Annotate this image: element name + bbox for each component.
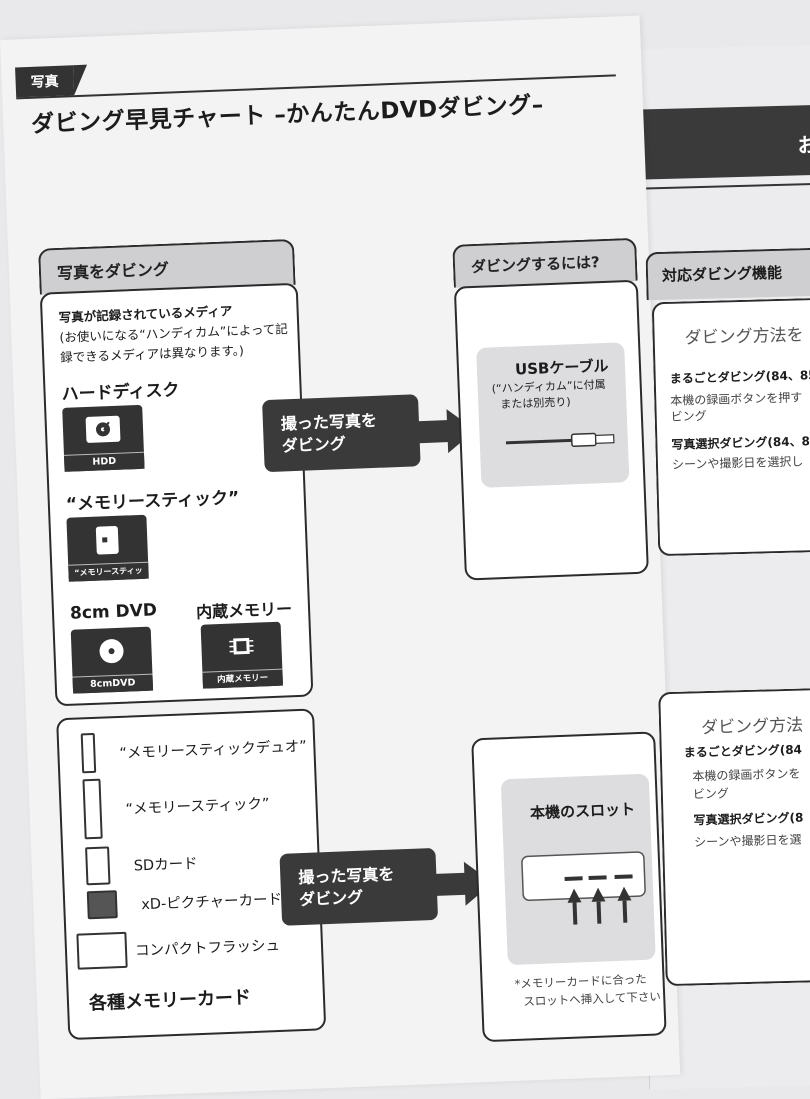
function-panel-top: ダビング方法を まるごとダビング(84、85 本機の録画ボタンを押す ビング 写… [652, 298, 810, 556]
cf-card-icon [76, 932, 127, 970]
select-dub-top: 写真選択ダビング(84、8 [671, 432, 810, 453]
whole-dub-bottom: まるごとダビング(84 [684, 741, 803, 761]
usb-title: USBケーブル [515, 355, 609, 380]
right-page-rule [627, 182, 810, 190]
select-dub-desc-bottom: シーンや撮影日を選 [694, 831, 802, 851]
slot-title: 本機のスロット [530, 798, 636, 823]
hdd-disk-icon [86, 416, 121, 443]
right-page-header-band [625, 104, 810, 180]
hdd-icon: HDD [62, 405, 144, 472]
left-page: 写真 ダビング早見チャート –かんたんDVDダビング– 写真をダビング 写真が記… [0, 15, 680, 1099]
whole-dub-top: まるごとダビング(84、85 [669, 366, 810, 387]
sd-card-icon [85, 846, 110, 885]
card-item-ms: “メモリースティック” [82, 772, 270, 839]
slot-panel: 本機のスロット *メモリーカードに合った スロットへ挿入して下さい [471, 731, 667, 1042]
top-arrow-stem [415, 420, 450, 443]
dvd-label: 8cmDVD [72, 674, 153, 694]
method-title-top: ダビング方法を [684, 320, 804, 348]
usb-cable-icon [505, 428, 626, 457]
ms-title: “メモリースティック” [65, 483, 239, 515]
card-item-cf: コンパクトフラッシュ [76, 926, 280, 970]
whole-dub-desc-top-1: 本機の録画ボタンを押す [670, 388, 802, 408]
function-panel-heading-text: 対応ダビング機能 [662, 262, 783, 286]
whole-dub-desc-top-2: ビング [670, 407, 706, 425]
usb-panel: USBケーブル (“ハンディカム”に付属 または別売り) [454, 280, 649, 581]
memory-stick-icon: “メモリースティック” [66, 515, 148, 582]
bottom-flow-line2: ダビング [299, 885, 420, 912]
card-item-ms-duo: “メモリースティックデュオ” [81, 725, 308, 774]
whole-dub-desc-bottom-1: 本機の録画ボタンを [692, 765, 800, 785]
internal-memory-icon: 内蔵メモリー [201, 622, 283, 689]
function-panel-bottom: ダビング方法 まるごとダビング(84 本機の録画ボタンを ビング 写真選択ダビン… [658, 688, 810, 986]
slot-device-icon [515, 844, 650, 939]
card-label-xd: xD-ピクチャーカード [141, 887, 283, 913]
memory-cards-footer: 各種メモリーカード [89, 983, 252, 1015]
whole-dub-desc-bottom-2: ビング [693, 784, 729, 802]
card-label-cf: コンパクトフラッシュ [135, 933, 281, 960]
internal-memory-title: 内蔵メモリー [196, 595, 293, 623]
usb-note-line2: または別売り) [500, 394, 571, 413]
card-label-ms: “メモリースティック” [125, 792, 270, 819]
dvd-icon: 8cmDVD [71, 627, 153, 694]
memory-stick-card-icon [96, 526, 119, 555]
slot-inner-box: 本機のスロット [501, 774, 656, 966]
ms-duo-icon [81, 733, 97, 774]
top-flow-label: 撮った写真を ダビング [262, 394, 421, 472]
card-item-xd: xD-ピクチャーカード [87, 884, 283, 919]
hdd-title: ハードディスク [61, 375, 180, 405]
function-panel-heading: 対応ダビング機能 [645, 248, 810, 301]
bottom-flow-label: 撮った写真を ダビング [279, 848, 438, 926]
method-title-bottom: ダビング方法 [701, 711, 804, 739]
slot-note-line2: スロットへ挿入して下さい [523, 987, 661, 1011]
card-item-sd: SDカード [85, 843, 198, 885]
ms-card-icon [82, 779, 102, 840]
right-page-corner-char: お [797, 129, 810, 159]
hdd-label: HDD [64, 452, 145, 472]
xd-card-icon [87, 890, 118, 919]
section-tag: 写真 [15, 65, 74, 97]
card-label-sd: SDカード [133, 852, 198, 875]
select-dub-desc-top: シーンや撮影日を選択し [672, 452, 804, 472]
select-dub-bottom: 写真選択ダビング(8 [693, 809, 803, 829]
ms-label: “メモリースティック” [68, 562, 149, 582]
disc-icon [94, 638, 129, 665]
top-flow-line2: ダビング [281, 431, 402, 458]
internal-memory-label: 内蔵メモリー [202, 669, 283, 689]
bottom-arrow-stem [432, 873, 467, 896]
usb-inner-box: USBケーブル (“ハンディカム”に付属 または別売り) [476, 342, 629, 488]
media-panel: 写真が記録されているメディア (お使いになる“ハンディカム”によって記 録できる… [40, 283, 314, 707]
chip-icon [224, 633, 259, 660]
card-label-ms-duo: “メモリースティックデュオ” [119, 734, 307, 762]
dvd-title: 8cm DVD [70, 600, 158, 623]
